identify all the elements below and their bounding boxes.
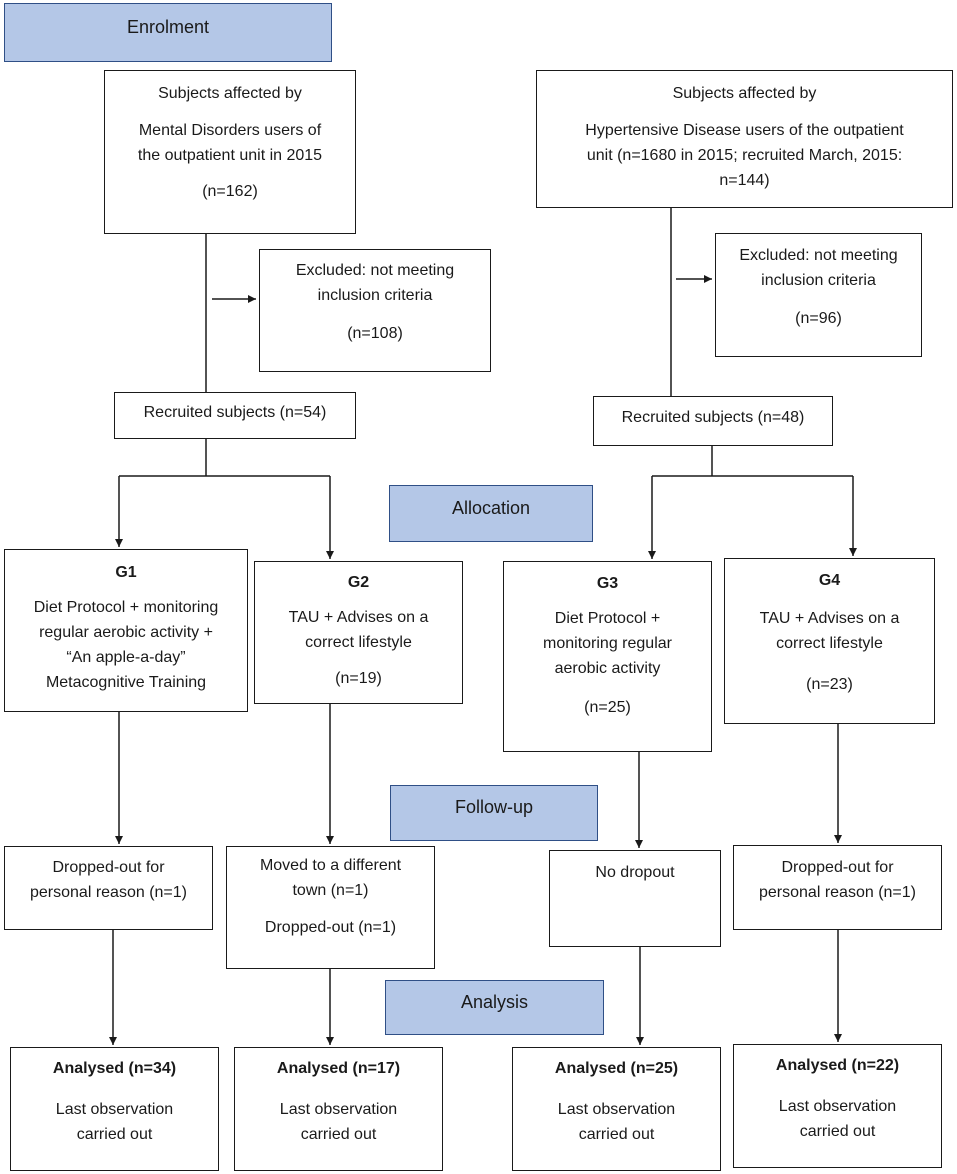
followup-g2-line1: Moved to a different bbox=[259, 857, 402, 874]
analysis-g1-line1: Last observation bbox=[55, 1101, 174, 1118]
followup-g2-line3: Dropped-out (n=1) bbox=[264, 919, 397, 936]
analysis-g4-title: Analysed (n=22) bbox=[775, 1057, 900, 1074]
left-source-line1: Subjects affected by bbox=[158, 85, 302, 102]
left-excluded-n: (n=108) bbox=[347, 325, 403, 342]
followup-g1-line1: Dropped-out for bbox=[52, 859, 165, 876]
left-source-n: (n=162) bbox=[202, 183, 258, 200]
followup-g3-line1: No dropout bbox=[595, 864, 675, 881]
right-source-line3: unit (n=1680 in 2015; recruited March, 2… bbox=[586, 147, 903, 164]
analysis-g1-line2: carried out bbox=[76, 1126, 153, 1143]
stage-followup: Follow-up bbox=[390, 785, 598, 841]
followup-g4-box: Dropped-out for personal reason (n=1) bbox=[733, 845, 942, 930]
group-g2-line2: correct lifestyle bbox=[305, 634, 412, 651]
analysis-g3-line2: carried out bbox=[578, 1126, 655, 1143]
group-g1-box: G1 Diet Protocol + monitoring regular ae… bbox=[4, 549, 248, 712]
group-g2-line1: TAU + Advises on a bbox=[288, 609, 429, 626]
right-recruited-box: Recruited subjects (n=48) bbox=[593, 396, 833, 446]
group-g1-line1: Diet Protocol + monitoring bbox=[33, 599, 219, 616]
followup-g1-line2: personal reason (n=1) bbox=[30, 884, 187, 901]
analysis-g4-line1: Last observation bbox=[778, 1098, 897, 1115]
analysis-g1-title: Analysed (n=34) bbox=[52, 1060, 177, 1077]
followup-g4-line2: personal reason (n=1) bbox=[759, 884, 916, 901]
left-excluded-box: Excluded: not meeting inclusion criteria… bbox=[259, 249, 491, 372]
group-g3-line3: aerobic activity bbox=[554, 660, 661, 677]
analysis-g3-title: Analysed (n=25) bbox=[554, 1060, 679, 1077]
analysis-g4-box: Analysed (n=22) Last observation carried… bbox=[733, 1044, 942, 1168]
right-source-box: Subjects affected by Hypertensive Diseas… bbox=[536, 70, 953, 208]
group-g4-title: G4 bbox=[818, 572, 841, 589]
right-excluded-n: (n=96) bbox=[795, 310, 842, 327]
group-g2-title: G2 bbox=[347, 574, 370, 591]
followup-g2-box: Moved to a different town (n=1) Dropped-… bbox=[226, 846, 435, 969]
analysis-g3-line1: Last observation bbox=[557, 1101, 676, 1118]
stage-enrolment: Enrolment bbox=[4, 3, 332, 62]
group-g4-n: (n=23) bbox=[806, 676, 853, 693]
analysis-g2-line2: carried out bbox=[300, 1126, 377, 1143]
left-recruited-box: Recruited subjects (n=54) bbox=[114, 392, 356, 439]
group-g3-box: G3 Diet Protocol + monitoring regular ae… bbox=[503, 561, 712, 752]
right-excluded-box: Excluded: not meeting inclusion criteria… bbox=[715, 233, 922, 357]
right-recruited-label: Recruited subjects (n=48) bbox=[621, 409, 805, 426]
followup-g4-line1: Dropped-out for bbox=[781, 859, 894, 876]
analysis-g4-line2: carried out bbox=[799, 1123, 876, 1140]
followup-g2-line2: town (n=1) bbox=[292, 882, 369, 899]
stage-analysis: Analysis bbox=[385, 980, 604, 1035]
group-g2-box: G2 TAU + Advises on a correct lifestyle … bbox=[254, 561, 463, 704]
left-excluded-line2: inclusion criteria bbox=[317, 287, 433, 304]
left-source-line3: the outpatient unit in 2015 bbox=[137, 147, 323, 164]
right-excluded-line1: Excluded: not meeting bbox=[739, 247, 898, 264]
right-source-line4: n=144) bbox=[719, 172, 770, 189]
analysis-g2-box: Analysed (n=17) Last observation carried… bbox=[234, 1047, 443, 1171]
group-g3-line2: monitoring regular bbox=[543, 635, 672, 652]
group-g1-line2: regular aerobic activity + bbox=[39, 624, 213, 641]
left-source-line2: Mental Disorders users of bbox=[138, 122, 322, 139]
followup-g1-box: Dropped-out for personal reason (n=1) bbox=[4, 846, 213, 930]
group-g3-line1: Diet Protocol + bbox=[554, 610, 661, 627]
stage-allocation: Allocation bbox=[389, 485, 593, 542]
group-g1-title: G1 bbox=[115, 564, 137, 581]
left-recruited-label: Recruited subjects (n=54) bbox=[143, 404, 327, 421]
right-excluded-line2: inclusion criteria bbox=[761, 272, 876, 289]
group-g2-n: (n=19) bbox=[335, 670, 382, 687]
group-g4-box: G4 TAU + Advises on a correct lifestyle … bbox=[724, 558, 935, 724]
left-source-box: Subjects affected by Mental Disorders us… bbox=[104, 70, 356, 234]
analysis-g1-box: Analysed (n=34) Last observation carried… bbox=[10, 1047, 219, 1171]
group-g3-title: G3 bbox=[596, 575, 619, 592]
analysis-g3-box: Analysed (n=25) Last observation carried… bbox=[512, 1047, 721, 1171]
group-g3-n: (n=25) bbox=[584, 699, 631, 716]
right-source-line1: Subjects affected by bbox=[672, 85, 817, 102]
group-g4-line2: correct lifestyle bbox=[776, 635, 883, 652]
group-g4-line1: TAU + Advises on a bbox=[759, 610, 900, 627]
group-g1-line4: Metacognitive Training bbox=[45, 674, 207, 691]
group-g1-line3: “An apple-a-day” bbox=[66, 649, 186, 666]
left-excluded-line1: Excluded: not meeting bbox=[295, 262, 455, 279]
right-source-line2: Hypertensive Disease users of the outpat… bbox=[585, 122, 904, 139]
analysis-g2-line1: Last observation bbox=[279, 1101, 398, 1118]
followup-g3-box: No dropout bbox=[549, 850, 721, 947]
analysis-g2-title: Analysed (n=17) bbox=[276, 1060, 401, 1077]
